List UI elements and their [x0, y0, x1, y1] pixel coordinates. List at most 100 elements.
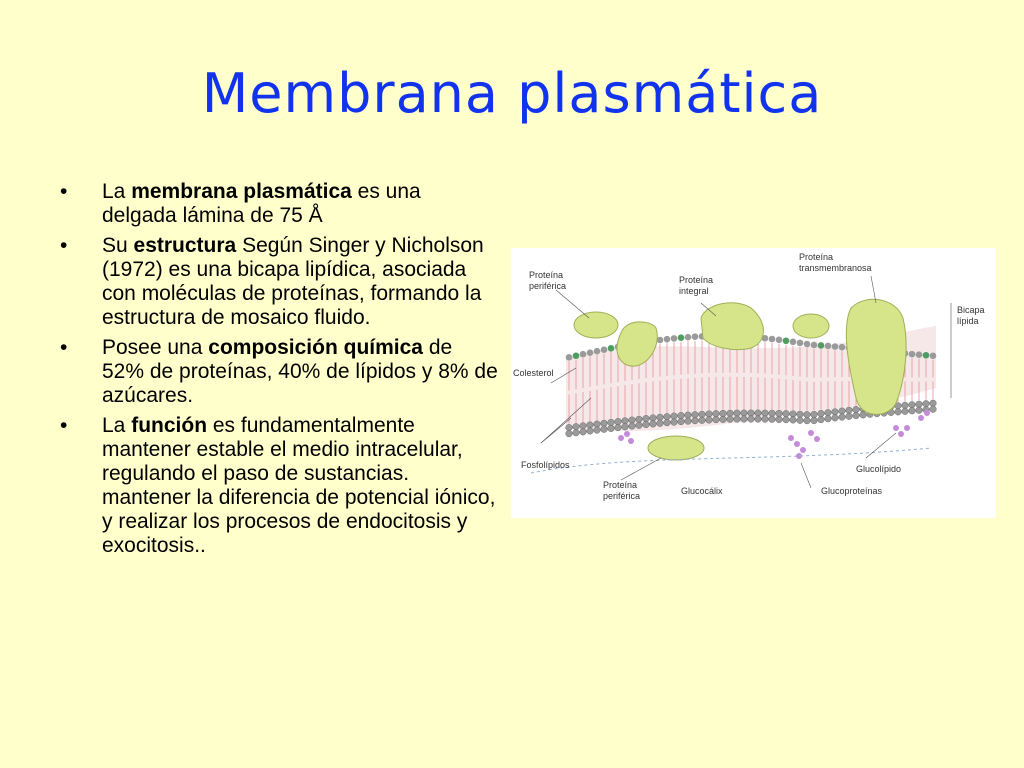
lipid-head	[775, 415, 783, 423]
lipid-head	[824, 409, 832, 417]
lipid-head	[740, 409, 748, 417]
label-bicapa: Bicapa	[957, 305, 985, 315]
bullet-text: Según Singer y Nicholson (1972) es una b…	[102, 234, 484, 329]
label-glucocalix: Glucocálix	[681, 486, 723, 496]
label-proteina-periferica-top: Proteína	[529, 270, 563, 280]
label-glucolipido: Glucolípido	[856, 464, 901, 474]
lipid-head	[705, 416, 713, 424]
label-fosfolipidos: Fosfolípidos	[521, 460, 570, 470]
bullet-bold-text: función	[131, 414, 208, 437]
lipid-head	[768, 409, 776, 417]
lipid-head	[656, 336, 664, 344]
lipid-head	[768, 415, 776, 423]
lipid-head	[691, 333, 699, 341]
lipid-head	[810, 410, 818, 418]
lipid-head	[572, 352, 580, 360]
lipid-head	[775, 409, 783, 417]
lipid-head	[656, 413, 664, 421]
bullet-text: Su	[102, 234, 134, 257]
lipid-head	[586, 349, 594, 356]
lipid-head	[915, 351, 923, 359]
lipid-head	[670, 412, 678, 420]
bullet-bold-text: estructura	[133, 234, 237, 257]
bullet-item: •La membrana plasmática es una delgada l…	[60, 180, 500, 228]
lipid-head	[782, 416, 790, 424]
bullet-text: de 52% de proteínas, 40% de lípidos y 8%…	[102, 336, 498, 407]
bullet-item: •La función es fundamentalmente mantener…	[60, 414, 500, 558]
integral-protein-large	[700, 302, 764, 351]
lipid-head	[901, 407, 909, 415]
membrane-svg: Proteína periférica Proteína integral Pr…	[513, 252, 985, 501]
lipid-head	[607, 344, 615, 352]
lipid-head	[628, 416, 636, 424]
small-protein	[792, 313, 830, 339]
lipid-head	[824, 342, 832, 350]
lipid-head	[789, 338, 797, 346]
sugar-chains	[618, 410, 930, 459]
lipid-head	[929, 352, 937, 360]
label-proteina-periferica-bottom: Proteína	[603, 480, 637, 490]
label-proteina-periferica-bottom: periférica	[603, 491, 640, 501]
lipid-head	[586, 421, 594, 429]
bullet-bold-text: membrana plasmática	[131, 180, 352, 203]
lipid-head	[747, 415, 755, 423]
lipid-head	[614, 424, 622, 432]
lipid-head	[593, 426, 601, 434]
lipid-head	[600, 425, 608, 433]
bullet-text: La	[102, 414, 132, 437]
lipid-head	[726, 415, 734, 423]
lipid-head	[831, 343, 839, 350]
lipid-head	[747, 409, 755, 417]
lipid-head	[740, 415, 748, 423]
lipid-head	[698, 410, 706, 418]
lipid-head	[754, 415, 762, 423]
lipid-head	[698, 416, 706, 424]
lipid-head	[691, 417, 699, 425]
lipid-head	[607, 418, 615, 426]
lipid-head	[908, 350, 916, 358]
lipid-head	[579, 422, 587, 430]
lipid-head	[649, 414, 657, 422]
lipid-head	[915, 400, 923, 408]
lipid-head	[761, 415, 769, 423]
lipid-head	[915, 406, 923, 414]
bullet-text: Posee una	[102, 336, 209, 359]
lipid-head	[768, 335, 776, 343]
lipid-head	[908, 407, 916, 415]
lipid-head	[614, 418, 622, 426]
bullet-text: es una delgada lámina de 75 Å	[102, 180, 421, 227]
lipid-head	[831, 408, 839, 416]
lipid-head	[677, 418, 685, 426]
lipid-head	[677, 412, 685, 420]
lipid-head	[649, 420, 657, 428]
lipid-head	[670, 418, 678, 426]
lipid-head	[642, 421, 650, 429]
peripheral-protein-bottom	[647, 435, 705, 461]
lipid-head	[782, 410, 790, 418]
lipid-head	[859, 411, 867, 419]
transmembrane-protein	[845, 298, 907, 415]
lipid-head	[824, 415, 832, 423]
lipid-head	[838, 343, 846, 351]
lipid-head	[831, 414, 839, 422]
bullet-marker: •	[60, 336, 68, 359]
integral-protein	[616, 321, 658, 367]
lipid-head	[635, 421, 643, 429]
lipid-head	[635, 415, 643, 423]
lipid-head	[922, 400, 930, 408]
bullet-item: •Posee una composición química de 52% de…	[60, 336, 500, 408]
label-bicapa: lípida	[957, 316, 979, 326]
lipid-head	[684, 417, 692, 425]
label-transmembranosa: transmembranosa	[799, 263, 872, 273]
lipid-head	[782, 337, 790, 345]
glycocalyx-line	[530, 447, 932, 474]
bullet-marker: •	[60, 180, 68, 203]
lipid-head	[586, 427, 594, 435]
lipid-head	[593, 420, 601, 428]
lipid-head	[838, 413, 846, 421]
lipid-head	[817, 410, 825, 418]
lipid-head	[754, 409, 762, 417]
lipid-head	[712, 416, 720, 424]
lipid-head	[628, 422, 636, 430]
lipid-head	[565, 430, 573, 438]
